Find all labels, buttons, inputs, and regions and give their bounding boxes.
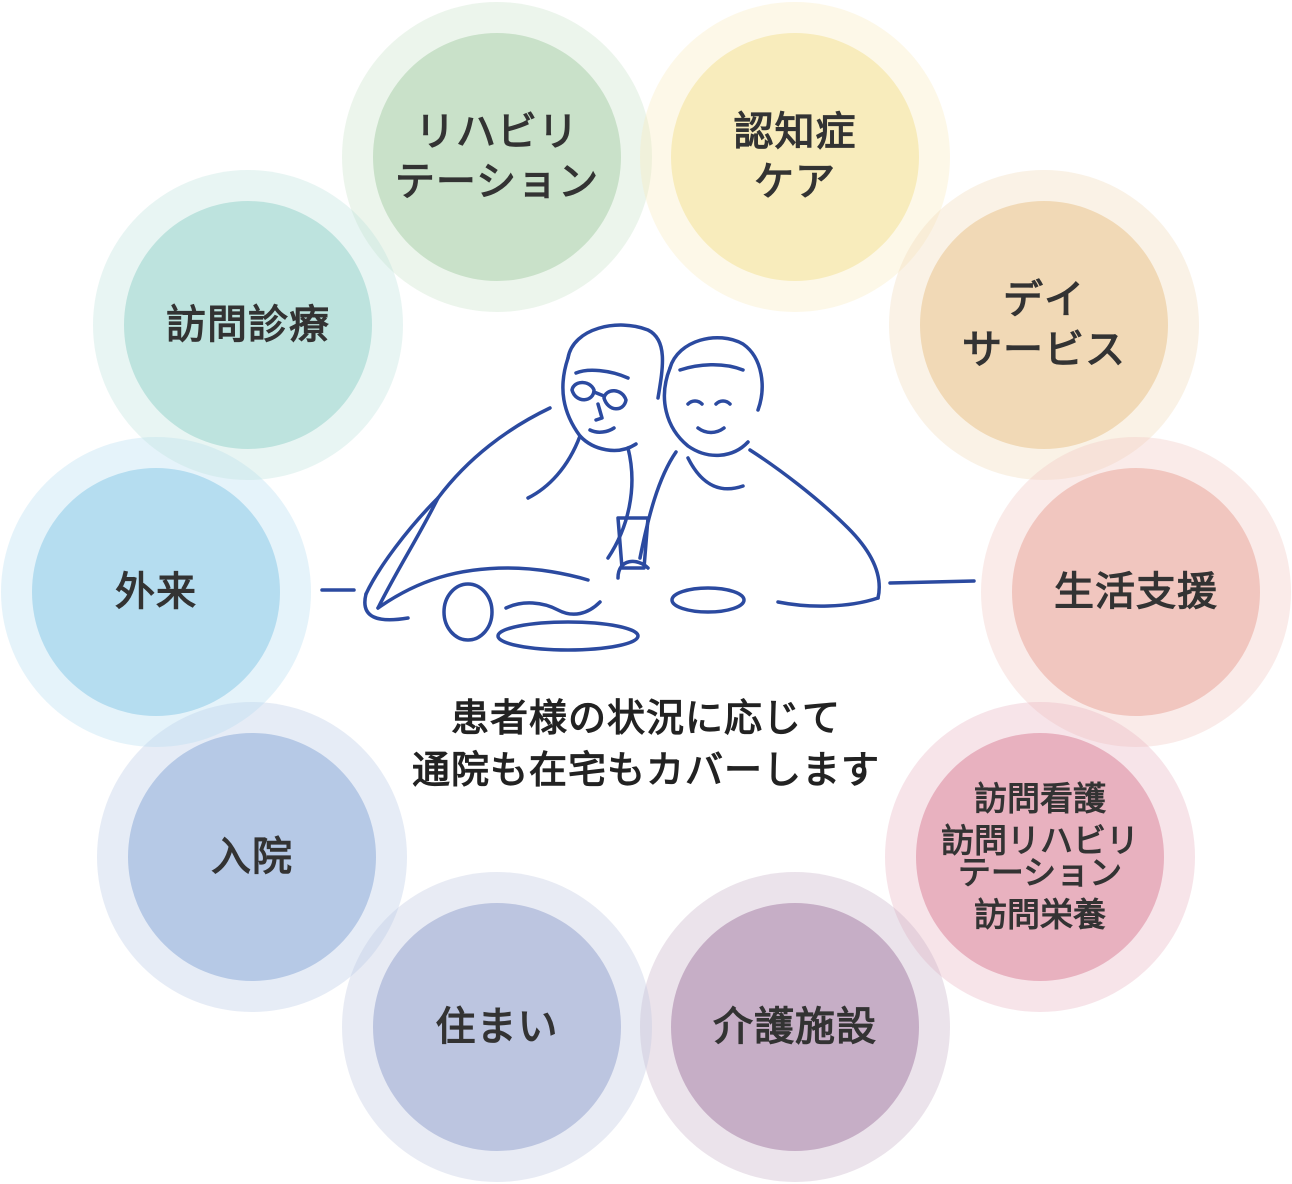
service-label-line: 訪問看護 bbox=[974, 779, 1106, 818]
service-circle: リハビリ テーション bbox=[373, 33, 621, 281]
service-circle: 訪問診療 bbox=[124, 201, 372, 449]
service-circle: 住まい bbox=[373, 903, 621, 1151]
service-label-line: 入院 bbox=[211, 834, 293, 880]
service-label-line: デイ bbox=[1003, 277, 1085, 323]
service-label-line: 外来 bbox=[115, 569, 197, 615]
illustration-strokes bbox=[320, 323, 976, 652]
caption-line-2: 通院も在宅もカバーします bbox=[411, 748, 880, 792]
service-label-line: サービス bbox=[962, 327, 1126, 373]
service-label-line: テーション bbox=[394, 159, 600, 205]
service-circle: 生活支援 bbox=[1012, 468, 1260, 716]
elderly-couple-illustration bbox=[320, 323, 976, 652]
service-circle: 介護施設 bbox=[671, 903, 919, 1151]
service-circle: 外来 bbox=[32, 468, 280, 716]
service-label-line: 介護施設 bbox=[713, 1004, 877, 1050]
service-label-line: リハビリ bbox=[415, 109, 579, 155]
service-label-line: 認知症 bbox=[733, 109, 857, 155]
service-label-line: テーション bbox=[957, 853, 1123, 892]
service-label-line: 訪問診療 bbox=[166, 302, 330, 348]
service-circle: 認知症 ケア bbox=[671, 33, 919, 281]
service-label-line: 訪問リハビリ bbox=[941, 821, 1139, 860]
service-label-line: 生活支援 bbox=[1054, 569, 1218, 615]
center-caption: 患者様の状況に応じて 通院も在宅もカバーします bbox=[346, 692, 946, 796]
service-circle: 入院 bbox=[128, 733, 376, 981]
service-circle: デイ サービス bbox=[920, 201, 1168, 449]
service-circle: 訪問看護 訪問リハビリ テーション 訪問栄養 bbox=[916, 733, 1164, 981]
caption-line-1: 患者様の状況に応じて bbox=[450, 696, 841, 740]
service-label-line: 住まい bbox=[435, 1004, 559, 1050]
service-label-line: 訪問栄養 bbox=[974, 895, 1106, 934]
service-label-line: ケア bbox=[754, 159, 836, 205]
